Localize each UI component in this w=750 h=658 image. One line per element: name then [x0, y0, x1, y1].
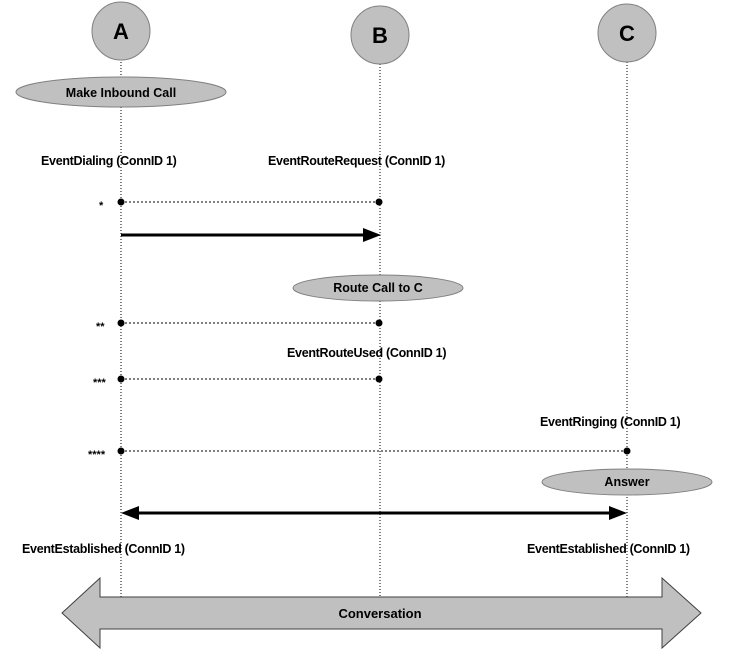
connector-3	[117, 375, 383, 383]
conversation-label: Conversation	[338, 606, 421, 621]
event-established-a-label: EventEstablished (ConnID 1)	[22, 542, 185, 556]
connector-2	[117, 319, 383, 327]
action-make-inbound-call-label: Make Inbound Call	[66, 86, 176, 100]
marker-3: ***	[93, 377, 107, 389]
arrow-a-to-b	[121, 228, 381, 242]
event-route-used-label: EventRouteUsed (ConnID 1)	[287, 346, 446, 360]
event-dialing-label: EventDialing (ConnID 1)	[41, 154, 177, 168]
action-make-inbound-call: Make Inbound Call	[15, 76, 227, 108]
action-answer-label: Answer	[604, 475, 649, 489]
node-a-label: A	[113, 19, 129, 44]
marker-1: *	[99, 200, 104, 212]
marker-2: **	[96, 321, 105, 333]
connector-4	[117, 447, 631, 455]
event-established-c-label: EventEstablished (ConnID 1)	[527, 542, 690, 556]
action-route-call-to-c-label: Route Call to C	[333, 281, 423, 295]
arrow-a-c-bidirectional	[121, 506, 627, 520]
node-b: B	[350, 5, 410, 65]
event-route-request-label: EventRouteRequest (ConnID 1)	[268, 154, 445, 168]
node-c-label: C	[619, 21, 635, 46]
node-b-label: B	[372, 23, 388, 48]
action-route-call-to-c: Route Call to C	[292, 274, 464, 302]
node-c: C	[597, 3, 657, 63]
action-answer: Answer	[541, 468, 713, 496]
node-a: A	[91, 1, 151, 61]
event-ringing-label: EventRinging (ConnID 1)	[540, 415, 680, 429]
conversation-banner: Conversation	[61, 576, 702, 650]
connector-1	[117, 198, 383, 206]
marker-4: ****	[88, 449, 106, 461]
